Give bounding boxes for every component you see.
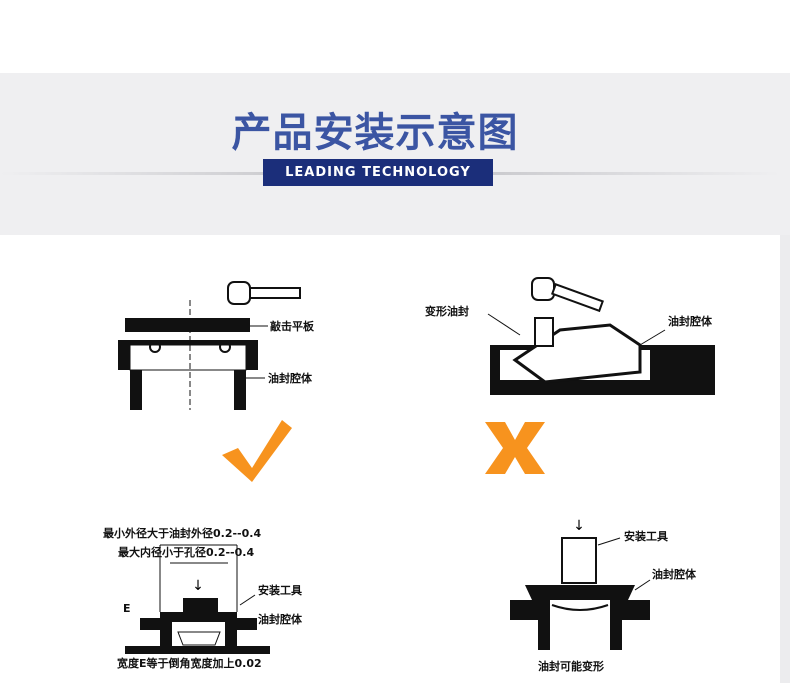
label-cavity: 油封腔体 bbox=[668, 314, 713, 328]
subtitle-badge: LEADING TECHNOLOGY bbox=[263, 159, 493, 186]
label-cavity: 油封腔体 bbox=[268, 371, 313, 385]
diagram-tool: 最小外径大于油封外径0.2--0.4 最大内径小于孔径0.2--0.4 ↓ E … bbox=[103, 526, 303, 670]
label-cavity: 油封腔体 bbox=[652, 567, 697, 581]
down-arrow-icon: ↓ bbox=[192, 578, 204, 594]
note-width: 宽度E等于倒角宽度加上0.02 bbox=[116, 656, 262, 670]
label-cavity: 油封腔体 bbox=[258, 612, 303, 626]
check-icon bbox=[222, 420, 292, 482]
page-title: 产品安装示意图 bbox=[231, 110, 519, 156]
diagram-wrong: 变形油封 油封腔体 bbox=[425, 277, 715, 474]
dim-inner: 最大内径小于孔径0.2--0.4 bbox=[118, 545, 254, 559]
dim-outer: 最小外径大于油封外径0.2--0.4 bbox=[103, 526, 261, 540]
label-tool: 安装工具 bbox=[624, 529, 668, 543]
note-deform: 油封可能变形 bbox=[538, 659, 604, 673]
installation-diagrams: 敲击平板 油封腔体 变形油封 油封腔体 最小外径大于油封外径0.2--0.4 最… bbox=[103, 277, 715, 673]
header-band bbox=[0, 73, 790, 235]
label-plate: 敲击平板 bbox=[270, 319, 315, 333]
label-e: E bbox=[123, 602, 131, 615]
diagram-tool-deform: ↓ 安装工具 油封腔体 油封可能变形 bbox=[510, 518, 697, 673]
label-deformed: 变形油封 bbox=[425, 304, 469, 318]
down-arrow-icon: ↓ bbox=[573, 518, 585, 534]
diagram-correct: 敲击平板 油封腔体 bbox=[118, 281, 315, 482]
label-tool: 安装工具 bbox=[258, 583, 302, 597]
side-strip bbox=[780, 235, 790, 683]
cross-icon bbox=[485, 422, 545, 474]
